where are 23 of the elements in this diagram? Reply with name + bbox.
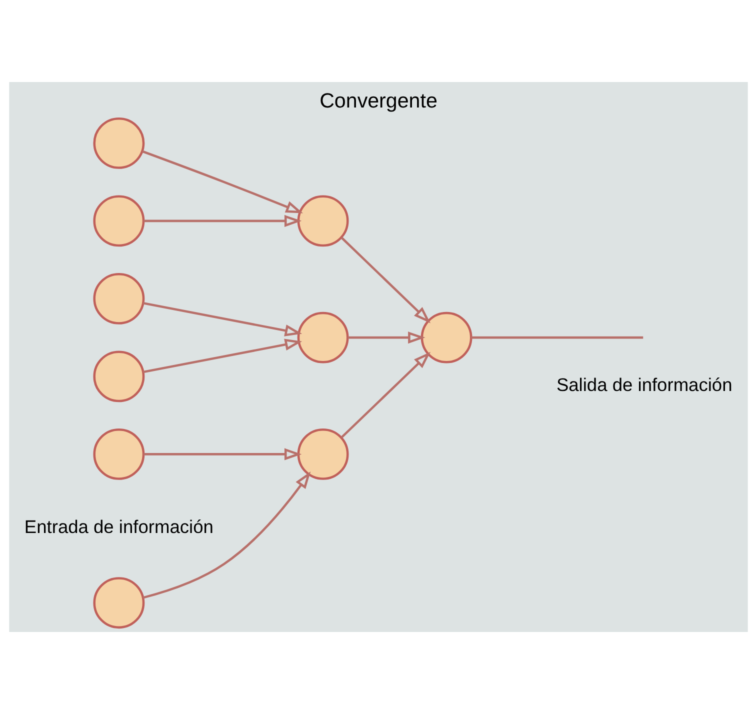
arrow bbox=[143, 214, 302, 226]
connector bbox=[470, 336, 643, 338]
node-circle bbox=[296, 194, 348, 246]
node-circle bbox=[296, 311, 348, 363]
diagram-title: Convergente bbox=[319, 89, 437, 112]
node-circle bbox=[92, 350, 144, 402]
arrow bbox=[340, 351, 430, 438]
arrow bbox=[142, 150, 303, 213]
node-circle bbox=[296, 428, 348, 480]
arrow bbox=[142, 471, 310, 598]
arrow bbox=[347, 331, 425, 344]
node-circle bbox=[420, 311, 472, 363]
node-circle bbox=[92, 576, 144, 628]
arrow bbox=[142, 302, 302, 336]
node-circle bbox=[92, 116, 144, 168]
arrow bbox=[143, 448, 302, 460]
label: Entrada de información bbox=[24, 515, 213, 536]
arrow bbox=[142, 338, 302, 373]
node-circle bbox=[92, 194, 144, 246]
node-circle bbox=[92, 272, 144, 324]
node-circle bbox=[92, 428, 144, 480]
arrow bbox=[340, 236, 430, 323]
label: Salida de información bbox=[556, 374, 732, 395]
